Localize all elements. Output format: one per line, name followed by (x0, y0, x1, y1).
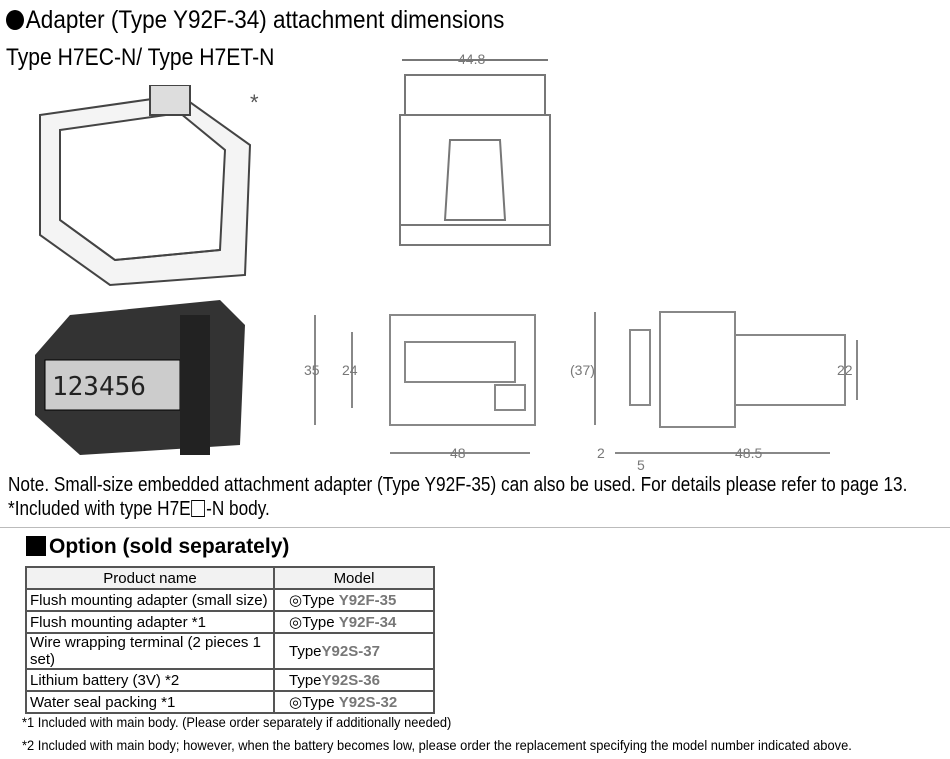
product-name: Wire wrapping terminal (2 pieces 1 set) (25, 632, 275, 670)
dim-48: 48 (450, 445, 466, 461)
model-prefix: Type (289, 642, 322, 660)
dim-24: 24 (342, 362, 358, 378)
product-name: Flush mounting adapter *1 (25, 610, 275, 634)
dim-35: 35 (304, 362, 320, 378)
header-product-name: Product name (25, 566, 275, 590)
footnote-1: *1 Included with main body. (Please orde… (22, 714, 452, 730)
asterisk-mark: * (250, 90, 259, 115)
adapter-photo (39, 85, 252, 287)
model-number: Y92S-37 (321, 642, 380, 660)
option-heading-text: Option (sold separately) (49, 535, 290, 558)
dim-44-8: 44.8 (458, 51, 485, 67)
dim-37: (37) (570, 362, 595, 378)
model-cell: ◎Type Y92S-32 (273, 690, 435, 714)
model-cell: ◎Type Y92F-35 (273, 588, 435, 612)
product-name: Water seal packing *1 (25, 690, 275, 714)
note-1: Note. Small-size embedded attachment ada… (8, 474, 908, 496)
divider (0, 527, 950, 528)
bullet-icon (6, 10, 24, 30)
note-2-pre: *Included with type H7E (8, 498, 191, 520)
note-2: *Included with type H7E -N body. (8, 498, 270, 521)
dim-2: 2 (597, 445, 605, 461)
table-row: Wire wrapping terminal (2 pieces 1 set)T… (25, 632, 435, 670)
model-number: Y92S-32 (338, 694, 398, 711)
model-cell: ◎Type Y92F-34 (273, 610, 435, 634)
dim-48-5: 48.5 (735, 445, 762, 461)
header-model: Model (273, 566, 435, 590)
footnote-2: *2 Included with main body; however, whe… (22, 737, 852, 753)
display-digits: 123456 (52, 372, 146, 402)
model-number: Y92S-36 (321, 671, 380, 689)
top-view-drawing: 44.8 (399, 51, 551, 246)
product-name: Flush mounting adapter (small size) (25, 588, 275, 612)
model-number: Y92F-35 (338, 592, 397, 609)
square-bullet-icon (26, 536, 46, 556)
subtitle: Type H7EC-N/ Type H7ET-N (6, 44, 275, 71)
front-view-drawing: 35 24 48 (304, 314, 536, 461)
note-2-post: -N body. (206, 498, 270, 520)
dim-5: 5 (637, 457, 645, 470)
table-row: Flush mounting adapter *1◎Type Y92F-34 (25, 610, 435, 634)
dim-22: 22 (837, 362, 853, 378)
model-prefix: ◎Type (289, 614, 339, 631)
model-prefix: ◎Type (289, 694, 339, 711)
placeholder-box-icon (191, 500, 206, 517)
product-name: Lithium battery (3V) *2 (25, 668, 275, 692)
timer-photo: 123456 (35, 300, 245, 455)
side-view-drawing: (37) 22 2 5 48.5 (570, 311, 858, 470)
table-row: Water seal packing *1◎Type Y92S-32 (25, 690, 435, 714)
page-title: Adapter (Type Y92F-34) attachment dimens… (6, 6, 504, 35)
model-prefix: ◎Type (289, 592, 339, 609)
model-cell: TypeY92S-36 (273, 668, 435, 692)
model-prefix: Type (289, 671, 322, 689)
model-number: Y92F-34 (338, 614, 397, 631)
model-cell: TypeY92S-37 (273, 632, 435, 670)
option-heading: Option (sold separately) (26, 535, 289, 559)
table-row: Flush mounting adapter (small size)◎Type… (25, 588, 435, 612)
title-text: Adapter (Type Y92F-34) attachment dimens… (25, 6, 505, 34)
